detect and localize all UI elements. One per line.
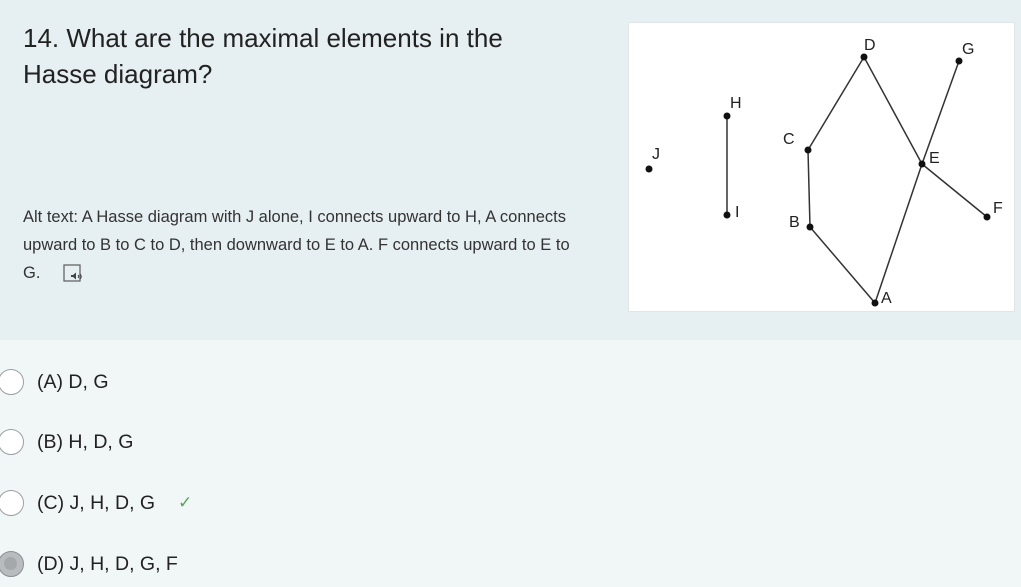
label-c: C <box>783 131 795 148</box>
alt-text-paragraph: Alt text: A Hasse diagram with J alone, … <box>23 203 583 287</box>
edge-a-e <box>874 163 923 304</box>
question-panel: 14. What are the maximal elements in the… <box>0 0 1021 340</box>
label-d: D <box>864 37 876 54</box>
radio-option-d[interactable] <box>0 551 24 577</box>
label-e: E <box>929 150 940 167</box>
option-c-label: (C) J, H, D, G <box>37 491 156 514</box>
option-c[interactable]: (C) J, H, D, G ✓ <box>0 483 600 523</box>
radio-option-c[interactable] <box>0 490 24 516</box>
option-b-label: (B) H, D, G <box>37 430 134 453</box>
label-a: A <box>881 290 892 307</box>
node-h <box>723 112 731 120</box>
edge-a-b <box>809 226 876 304</box>
node-b <box>806 223 814 231</box>
question-title: 14. What are the maximal elements in the… <box>23 23 503 89</box>
check-icon: ✓ <box>178 493 193 512</box>
alt-text: Alt text: A Hasse diagram with J alone, … <box>23 208 570 282</box>
node-g <box>955 57 963 65</box>
radio-option-a[interactable] <box>0 369 24 395</box>
node-i <box>723 211 731 219</box>
edge-f-e <box>921 163 988 218</box>
option-d-label: (D) J, H, D, G, F <box>37 552 178 575</box>
node-e <box>918 160 926 168</box>
node-f <box>983 213 991 221</box>
option-d[interactable]: (D) J, H, D, G, F <box>0 544 600 584</box>
node-j <box>645 165 653 173</box>
label-i: I <box>735 204 739 221</box>
edge-e-d <box>863 56 923 165</box>
option-a[interactable]: (A) D, G <box>0 362 600 402</box>
edge-b-c <box>807 149 811 228</box>
label-b: B <box>789 214 800 231</box>
hasse-diagram: J H I C B D E G F A <box>628 22 1015 312</box>
option-b[interactable]: (B) H, D, G <box>0 422 600 462</box>
label-f: F <box>993 200 1003 217</box>
option-a-label: (A) D, G <box>37 370 109 393</box>
hasse-diagram-svg: J H I C B D E G F A <box>645 37 1003 307</box>
label-j: J <box>652 146 660 163</box>
node-c <box>804 146 812 154</box>
node-d <box>860 53 868 61</box>
radio-option-b[interactable] <box>0 429 24 455</box>
edge-e-g <box>921 60 960 165</box>
label-g: G <box>962 41 974 58</box>
edge-c-d <box>807 56 865 151</box>
text-to-speech-icon[interactable] <box>63 263 85 284</box>
label-h: H <box>730 95 742 112</box>
node-a <box>871 299 879 307</box>
